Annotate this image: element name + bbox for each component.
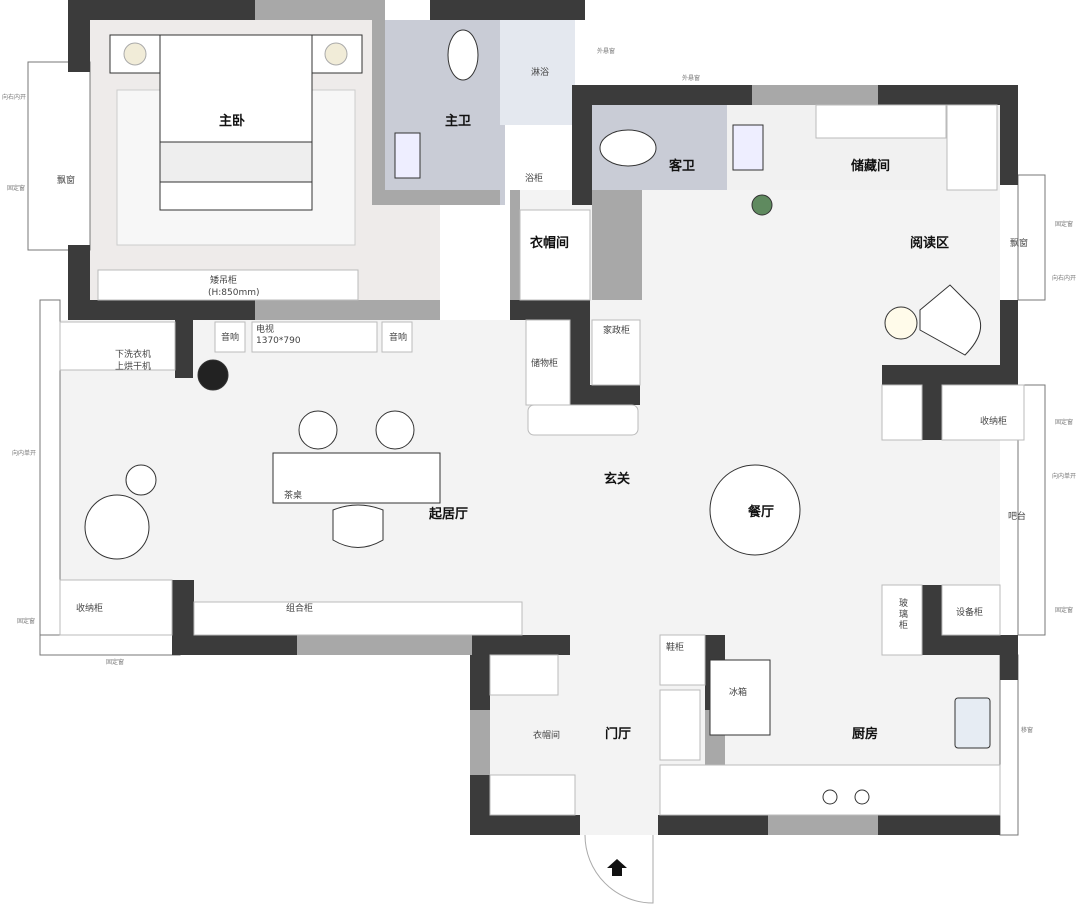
partition-walls <box>255 0 878 835</box>
window-labels: 外悬窗 外悬窗 向右内开 固定窗 向内单开 固定窗 固定窗 固定窗 向右内开 固… <box>2 47 1076 734</box>
window-label: 外悬窗 <box>682 74 700 82</box>
room-labels: 主卧 主卫 淋浴 浴柜 客卫 储藏间 衣帽间 阅读区 玄关 起居厅 餐厅 门厅 … <box>57 66 1028 742</box>
label-low-cabinet: 矮吊柜 <box>210 274 237 286</box>
label-shoe-cabinet: 鞋柜 <box>666 641 684 653</box>
label-cloakroom-upper: 衣帽间 <box>530 235 569 251</box>
label-tv: 电视 <box>256 323 274 335</box>
label-cloakroom-lower: 衣帽间 <box>533 729 560 741</box>
label-shower: 淋浴 <box>531 66 549 78</box>
entrance-door[interactable] <box>584 834 654 904</box>
window-label: 固定窗 <box>1055 220 1073 228</box>
window-label: 向内单开 <box>12 449 36 457</box>
label-bay-window-left: 飘窗 <box>57 174 75 186</box>
label-foyer: 玄关 <box>604 471 630 487</box>
window-label: 固定窗 <box>1055 606 1073 614</box>
label-tv-size: 1370*790 <box>256 336 301 346</box>
label-master-bath: 主卫 <box>445 113 471 129</box>
label-low-cabinet-height: (H:850mm) <box>208 288 260 298</box>
label-speaker-right: 音响 <box>389 331 407 343</box>
entrance-arrow-icon <box>607 859 627 876</box>
label-storage-room: 储藏间 <box>850 158 890 174</box>
window-label: 外悬窗 <box>597 47 615 55</box>
window-label: 向内单开 <box>1052 472 1076 480</box>
label-glass-cabinet-2: 璃 <box>899 608 908 620</box>
label-entrance-hall: 门厅 <box>605 726 631 742</box>
label-living-room: 起居厅 <box>428 506 468 522</box>
label-reading-area: 阅读区 <box>910 235 949 251</box>
label-dining-room: 餐厅 <box>747 504 774 520</box>
label-combo-cabinet: 组合柜 <box>286 602 313 614</box>
label-bay-window-right: 飘窗 <box>1010 237 1028 249</box>
label-tea-table: 茶桌 <box>284 489 302 501</box>
window-label: 固定窗 <box>106 658 124 666</box>
label-glass-cabinet-3: 柜 <box>899 619 908 631</box>
label-bath-cabinet: 浴柜 <box>525 172 543 184</box>
window-label: 向右内开 <box>2 93 26 101</box>
dining-table <box>709 464 801 556</box>
label-bar-counter: 吧台 <box>1008 510 1026 522</box>
label-storage-cabinet-left: 收纳柜 <box>76 602 103 614</box>
label-equipment-cabinet: 设备柜 <box>956 606 983 618</box>
label-washer: 下洗衣机 <box>115 348 151 360</box>
label-storage-cabinet: 储物柜 <box>531 357 558 369</box>
label-master-bedroom: 主卧 <box>219 113 245 129</box>
label-guest-bath: 客卫 <box>669 158 695 174</box>
label-kitchen: 厨房 <box>852 726 878 742</box>
window-label: 移窗 <box>1021 726 1033 734</box>
furniture-labels: 矮吊柜 (H:850mm) 音响 电视 1370*790 音响 下洗衣机 上烘干… <box>76 274 1007 698</box>
window-label: 向右内开 <box>1052 274 1076 282</box>
label-dryer: 上烘干机 <box>115 360 151 372</box>
window-label: 固定窗 <box>1055 418 1073 426</box>
furniture <box>59 29 1025 816</box>
low-cabinet <box>97 269 359 301</box>
window-label: 固定窗 <box>7 184 25 192</box>
label-speaker-left: 音响 <box>221 331 239 343</box>
label-housekeeping-cabinet: 家政柜 <box>603 324 630 336</box>
label-glass-cabinet-1: 玻 <box>899 597 908 609</box>
window-label: 固定窗 <box>17 617 35 625</box>
tea-table <box>272 452 441 504</box>
label-fridge: 冰箱 <box>729 686 747 698</box>
label-storage-cabinet-right: 收纳柜 <box>980 415 1007 427</box>
